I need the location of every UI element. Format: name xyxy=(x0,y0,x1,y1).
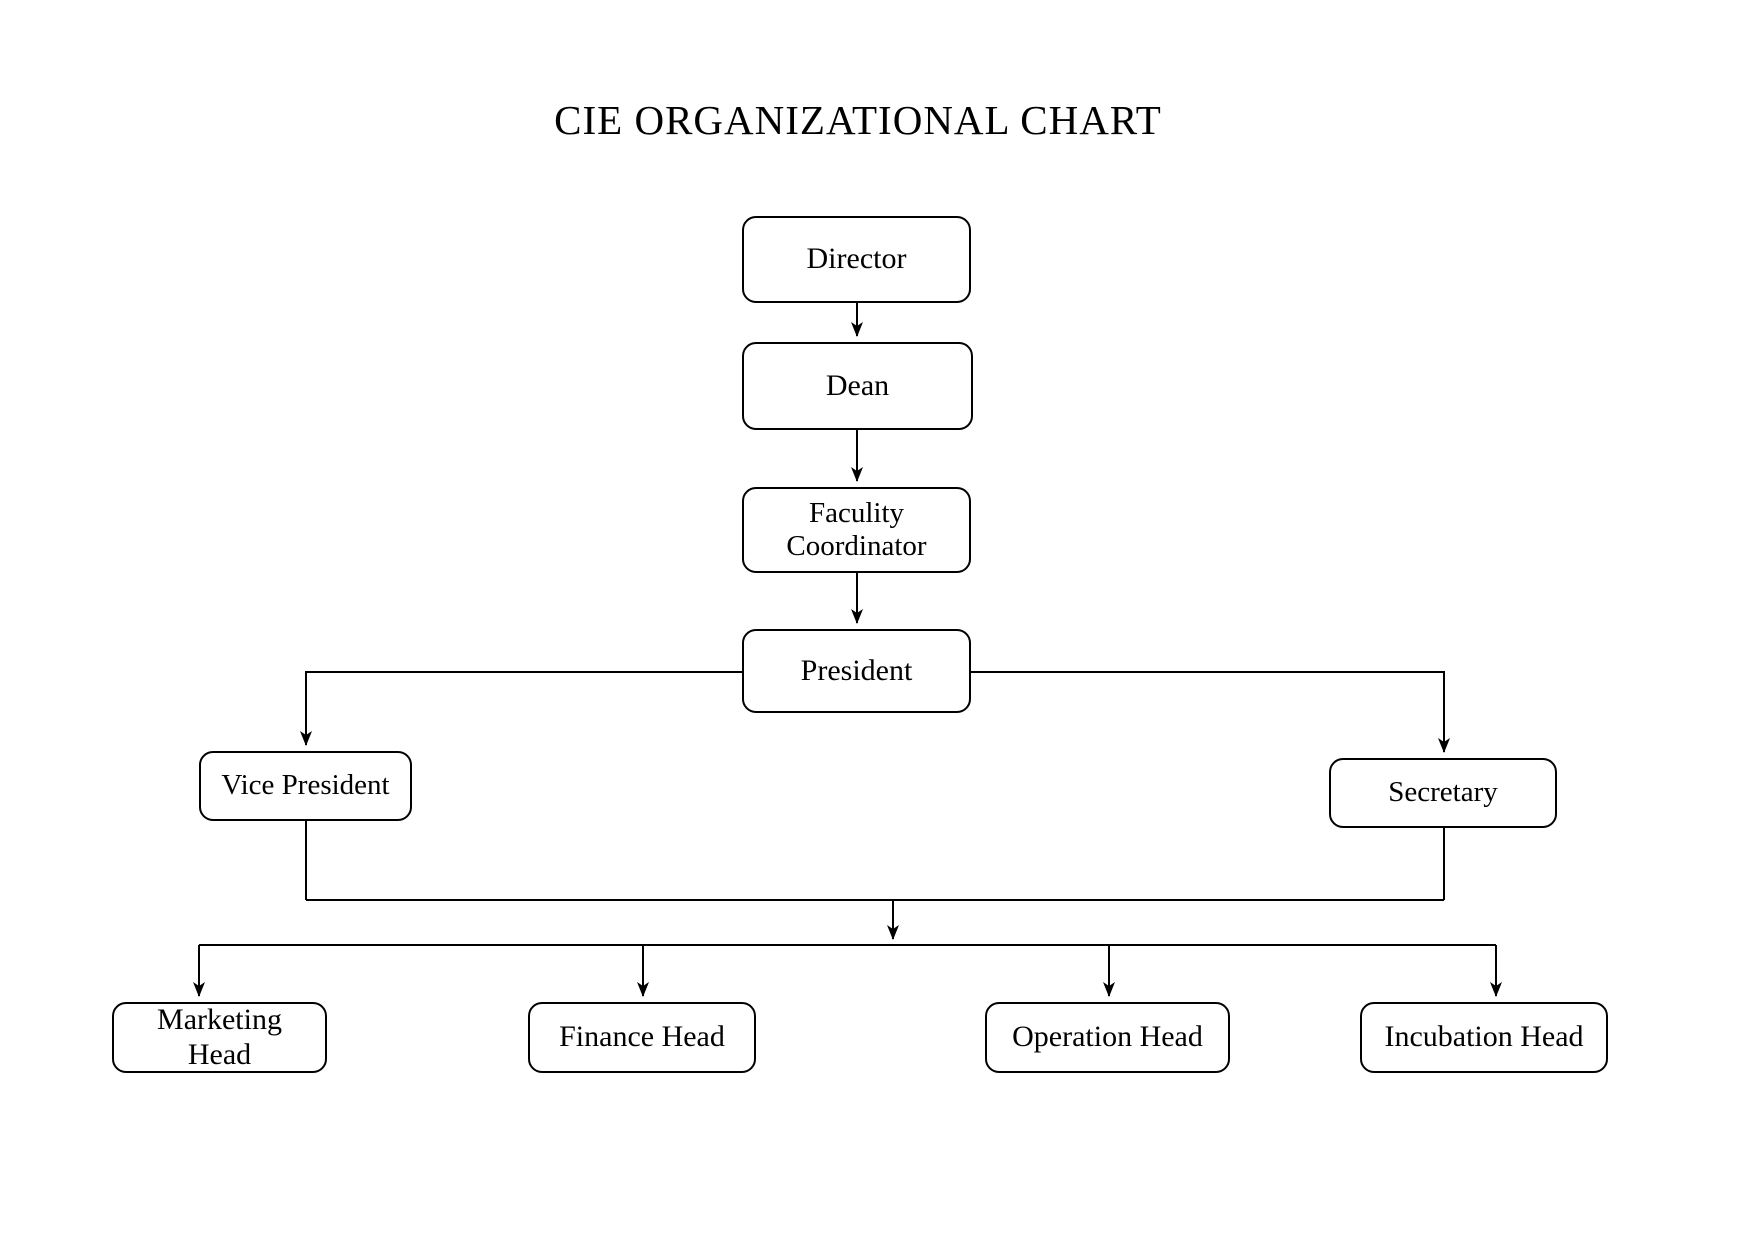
node-president: President xyxy=(742,629,971,713)
edge-president-secretary xyxy=(971,671,1450,753)
node-director: Director xyxy=(742,216,971,303)
node-president-label: President xyxy=(800,653,913,687)
node-finance-head: Finance Head xyxy=(528,1002,756,1073)
node-faculity-coordinator-label: Faculity Coordinator xyxy=(786,496,927,562)
node-dean-label: Dean xyxy=(825,368,890,402)
node-vice-president-label: Vice President xyxy=(221,769,390,802)
node-operation-head-label: Operation Head xyxy=(1012,1020,1203,1054)
node-faculity-coordinator: Faculity Coordinator xyxy=(742,487,971,573)
node-incubation-head: Incubation Head xyxy=(1360,1002,1608,1073)
node-marketing-head: Marketing Head xyxy=(112,1002,327,1073)
page-title: CIE ORGANIZATIONAL CHART xyxy=(554,97,1162,143)
node-operation-head: Operation Head xyxy=(985,1002,1230,1073)
node-finance-head-label: Finance Head xyxy=(559,1020,725,1054)
node-marketing-head-label: Marketing Head xyxy=(157,1003,282,1071)
node-dean: Dean xyxy=(742,342,973,430)
edge-president-vice-president xyxy=(300,671,742,746)
node-secretary-label: Secretary xyxy=(1388,776,1498,809)
node-director-label: Director xyxy=(806,242,907,276)
node-secretary: Secretary xyxy=(1329,758,1557,828)
node-incubation-head-label: Incubation Head xyxy=(1384,1020,1584,1054)
node-vice-president: Vice President xyxy=(199,751,412,821)
